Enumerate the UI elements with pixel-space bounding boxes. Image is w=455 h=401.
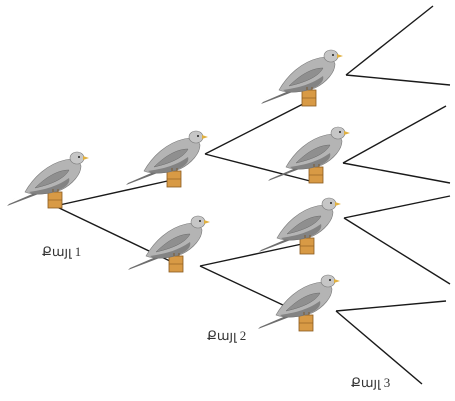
birds-group (7, 49, 350, 332)
bird-beak (337, 54, 343, 58)
bird-head (320, 274, 336, 288)
branch-lines (54, 5, 451, 385)
bird-beak (83, 156, 89, 160)
branch-line (345, 74, 451, 86)
bird-shadow (283, 76, 324, 93)
branch-line (335, 310, 423, 385)
branch-line (343, 195, 451, 219)
bird-shadow (280, 301, 321, 318)
bird-eye (330, 202, 332, 204)
branch-line (345, 5, 434, 76)
bird-wing (288, 67, 324, 87)
bird-wing (295, 144, 331, 164)
bird-head (330, 126, 346, 140)
bird-eye (329, 279, 331, 281)
branch-line (54, 179, 173, 207)
bird-wing (34, 169, 70, 189)
bird-shadow (148, 157, 189, 174)
bird-on-box (258, 274, 340, 332)
bird-shadow (150, 242, 191, 259)
branch-line (204, 153, 311, 182)
generation-2-label: Քայլ 2 (207, 328, 247, 343)
bird-on-box (126, 130, 208, 188)
bird-head (69, 151, 85, 165)
bird-head (323, 49, 339, 63)
bird-beak (334, 279, 340, 283)
bird-shadow (290, 153, 331, 170)
bird-eye (199, 220, 201, 222)
bird-eye (197, 135, 199, 137)
generation-1-label: Քայլ 1 (42, 244, 82, 259)
bird-on-box (7, 151, 89, 209)
bird-head (190, 215, 206, 229)
bird-beak (204, 220, 210, 224)
branch-line (342, 162, 451, 184)
bird-shadow (281, 224, 322, 241)
bird-beak (202, 135, 208, 139)
branch-line (335, 300, 447, 312)
bird-shadow (29, 178, 70, 195)
bird-wing (155, 233, 191, 253)
bird-wing (153, 148, 189, 168)
bird-head (321, 197, 337, 211)
bird-eye (78, 156, 80, 158)
bird-on-box (268, 126, 350, 184)
bird-wing (285, 292, 321, 312)
bird-on-box (128, 215, 210, 273)
branch-line (204, 102, 306, 155)
bird-eye (339, 131, 341, 133)
bird-head (188, 130, 204, 144)
bird-eye (332, 54, 334, 56)
bird-beak (344, 131, 350, 135)
bird-wing (286, 215, 322, 235)
branch-line (343, 217, 451, 285)
bird-beak (335, 202, 341, 206)
bird-on-box (261, 49, 343, 107)
branch-line (342, 105, 447, 164)
bird-on-box (259, 197, 341, 255)
branch-line (199, 243, 303, 267)
generation-3-label: Քայլ 3 (351, 375, 391, 390)
